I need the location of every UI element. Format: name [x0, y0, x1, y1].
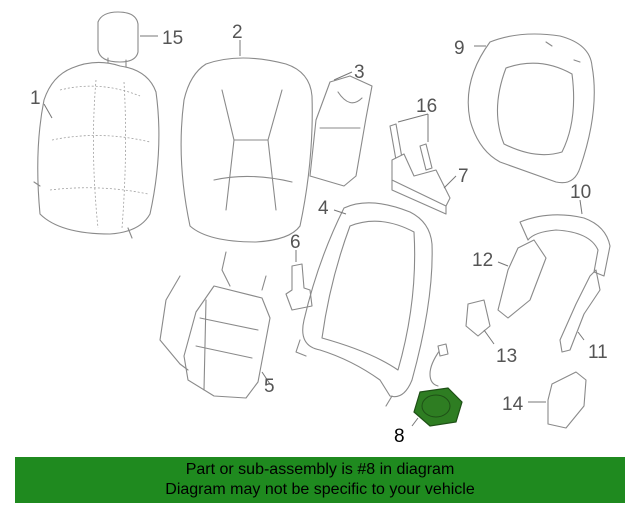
callout-4: 4	[318, 198, 329, 219]
part-9-back-panel	[467, 33, 595, 184]
part-8-module	[411, 343, 463, 427]
part-13-small-bracket	[465, 299, 495, 345]
callout-13: 13	[496, 346, 517, 367]
part-2-seatback-pad	[180, 40, 313, 243]
callout-2: 2	[232, 22, 243, 43]
part-11-side-bracket	[559, 269, 601, 353]
notice-banner: Part or sub-assembly is #8 in diagram Di…	[15, 457, 625, 503]
part-1-seatback-cover	[33, 61, 160, 239]
part-10-upper-frame	[519, 199, 611, 277]
callout-12: 12	[472, 250, 493, 271]
callout-5: 5	[264, 376, 275, 397]
parts-diagram: 15 1 2 3 16 9 7 10 4 6 12 13 11 5 14 8	[30, 11, 611, 447]
part-6-clip	[285, 250, 313, 311]
callout-16: 16	[416, 96, 437, 117]
part-12-bracket	[497, 239, 547, 319]
part-4-frame	[295, 202, 433, 407]
callout-9: 9	[454, 38, 465, 59]
banner-line-2: Diagram may not be specific to your vehi…	[165, 481, 475, 498]
callout-11: 11	[588, 342, 608, 363]
callout-10: 10	[570, 182, 591, 203]
part-16-pins	[389, 113, 433, 171]
callout-7: 7	[458, 166, 469, 187]
part-5-assembly	[159, 251, 271, 399]
part-7-bracket	[391, 153, 457, 215]
callout-3: 3	[354, 62, 365, 83]
banner-line-1: Part or sub-assembly is #8 in diagram	[185, 461, 455, 478]
callout-6: 6	[290, 232, 301, 253]
part-14-base-bracket	[528, 371, 587, 429]
part-3-panel	[309, 71, 373, 187]
callout-14: 14	[502, 394, 524, 415]
callout-15: 15	[162, 28, 183, 49]
callout-8: 8	[394, 426, 405, 447]
part-15-headrest	[97, 11, 158, 73]
part-8-body	[413, 387, 463, 427]
callout-1: 1	[30, 88, 41, 109]
